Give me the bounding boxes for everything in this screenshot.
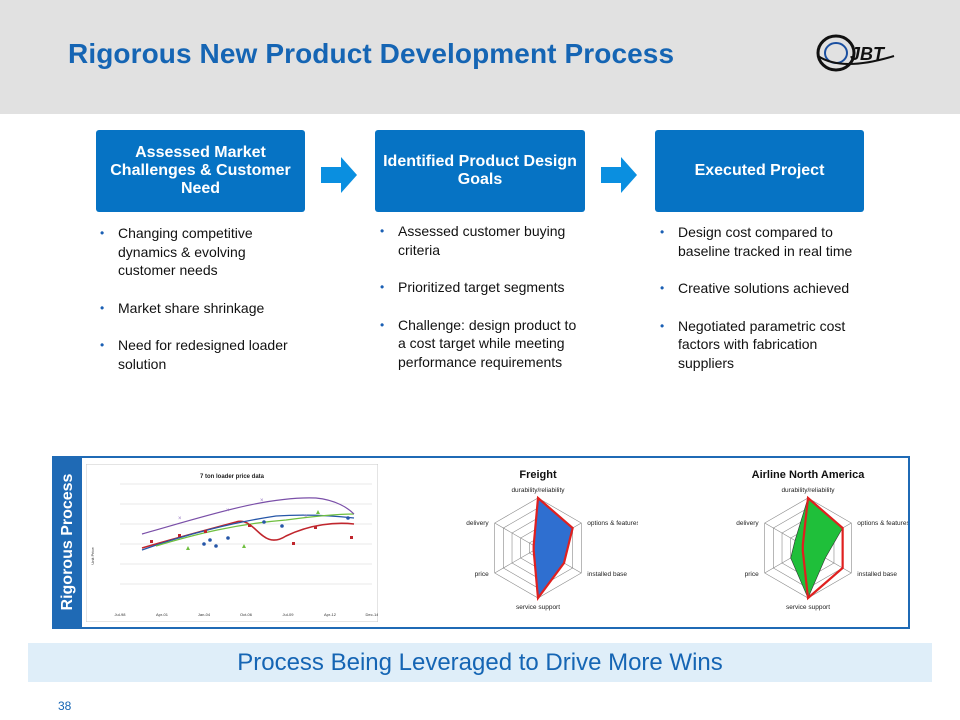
x-tick-label: Jul-09 [283,612,295,617]
data-point [208,538,212,542]
step-label: Executed Project [694,162,825,179]
step-box-market: Assessed Market Challenges & Customer Ne… [96,130,305,212]
bullet-list-design-goals: Assessed customer buying criteria Priori… [378,222,578,390]
x-tick-label: Jan-04 [198,612,211,617]
footer-banner: Process Being Leveraged to Drive More Wi… [28,643,932,682]
radar-spoke [494,522,539,549]
radar-spoke [494,547,539,574]
trend-line-blue [141,514,355,551]
jbt-logo: JBT [816,34,895,72]
radar-chart-airline: Airline North America durability/reliabil… [736,469,908,611]
scatter-points: × × × × [150,498,353,550]
data-point [150,540,153,543]
radar-series-outline [801,495,844,601]
trend-line-green [155,513,355,547]
arrow-right-icon [601,157,637,193]
step-box-design-goals: Identified Product Design Goals [375,130,585,212]
data-point: × [304,514,308,520]
data-point [186,546,190,550]
x-tick-label: Oct-06 [240,612,253,617]
trend-line-purple [141,497,355,535]
y-axis-label: Unit Price [90,547,95,565]
vertical-label-bar: Rigorous Process [54,458,82,627]
data-point [226,536,230,540]
radar-axis-label: durability/reliability [511,487,565,494]
data-point [280,524,284,528]
list-item: Market share shrinkage [98,299,298,318]
data-point [262,520,266,524]
list-item: Negotiated parametric cost factors with … [658,317,863,373]
data-point [248,524,251,527]
radar-axis-label: installed base [857,571,897,578]
data-point: × [226,508,230,514]
x-tick-label: Apr-12 [324,612,337,617]
radar-axis-label: delivery [736,520,759,527]
radar-title: Freight [519,469,557,481]
step-box-executed: Executed Project [655,130,864,212]
data-point [314,526,317,529]
data-point [214,544,218,548]
list-item: Challenge: design product to a cost targ… [378,316,578,372]
radar-axis-label: service support [786,604,830,611]
radar-series-outline [532,495,574,601]
bullet-list-market: Changing competitive dynamics & evolving… [98,224,298,392]
data-point [242,544,246,548]
list-item: Changing competitive dynamics & evolving… [98,224,298,280]
trend-lines [141,497,355,551]
data-point [346,516,350,520]
radar-axis-label: installed base [587,571,627,578]
x-tick-label: Jul-98 [115,612,127,617]
radar-axis-label: options & features [587,520,638,527]
rigorous-process-panel: Rigorous Process 7 ton loader price data… [52,456,910,629]
data-point [204,530,207,533]
radar-chart-freight: Freight durability/reliability options & f… [466,469,638,611]
radar-axis-label: price [745,571,759,578]
header-band [0,0,960,114]
data-point: × [260,498,264,504]
list-item: Prioritized target segments [378,278,578,297]
chart-title: 7 ton loader price data [200,474,265,480]
radar-axis-label: price [475,571,489,578]
arrow-right-icon [321,157,357,193]
footer-text: Process Being Leveraged to Drive More Wi… [237,649,723,676]
list-item: Assessed customer buying criteria [378,222,578,259]
radar-title: Airline North America [752,469,866,481]
list-item: Creative solutions achieved [658,279,863,298]
price-scatter-chart: 7 ton loader price data Unit Price Jul-9… [86,464,378,622]
x-tick-labels: Jul-98 Apr-01 Jan-04 Oct-06 Jul-09 Apr-12 Dec-… [115,612,378,617]
radar-axis-label: options & features [857,520,908,527]
data-point [316,510,320,514]
data-point [202,542,206,546]
data-point [178,534,181,537]
vertical-label: Rigorous Process [59,473,76,611]
list-item: Need for redesigned loader solution [98,336,298,373]
svg-text:JBT: JBT [850,44,886,64]
data-point [350,536,353,539]
step-label: Assessed Market Challenges & Customer Ne… [110,144,291,197]
slide-title: Rigorous New Product Development Process [68,38,675,69]
radar-axis-label: durability/reliability [781,487,835,494]
step-label: Identified Product Design Goals [383,153,577,188]
data-point: × [178,516,182,522]
list-item: Design cost compared to baseline tracked… [658,223,863,260]
x-tick-label: Apr-01 [156,612,169,617]
radar-axis-label: delivery [466,520,489,527]
bullet-list-executed: Design cost compared to baseline tracked… [658,223,863,391]
x-tick-label: Dec-14 [366,612,378,617]
radar-axis-label: service support [516,604,560,611]
page-number: 38 [58,699,72,713]
data-point [292,542,295,545]
